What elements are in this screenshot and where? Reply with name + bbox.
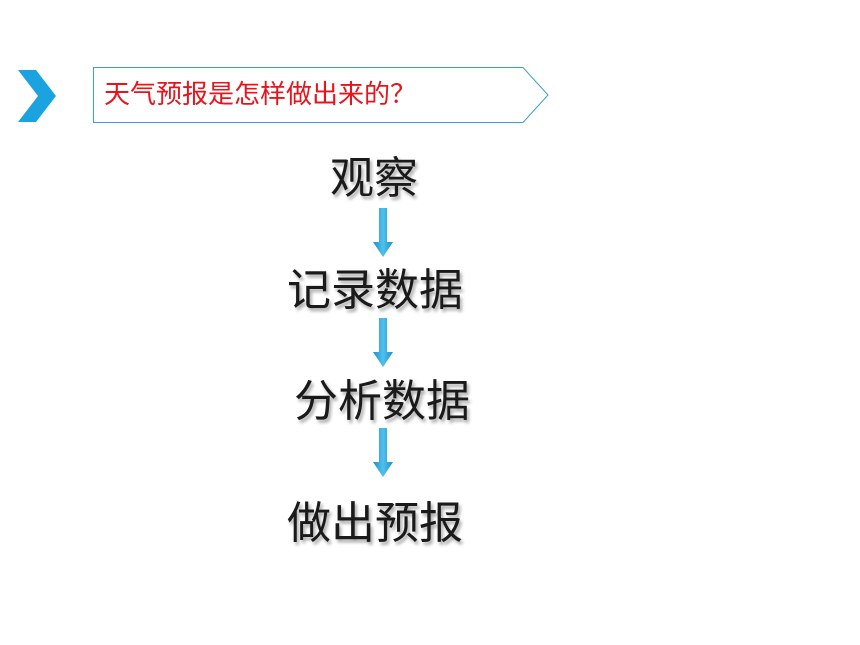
arrow-down-icon	[373, 428, 393, 477]
arrow-down-icon	[373, 318, 393, 367]
title-box-outline	[93, 67, 549, 123]
arrow-down-icon	[373, 208, 393, 257]
step-observe: 观察	[330, 153, 418, 204]
title-box: 天气预报是怎样做出来的？	[93, 67, 549, 123]
step-analyze-data: 分析数据	[294, 376, 470, 427]
chevron-right-icon	[18, 70, 56, 122]
step-make-forecast: 做出预报	[287, 498, 463, 549]
page-title: 天气预报是怎样做出来的？	[104, 80, 417, 110]
step-record-data: 记录数据	[287, 265, 463, 316]
